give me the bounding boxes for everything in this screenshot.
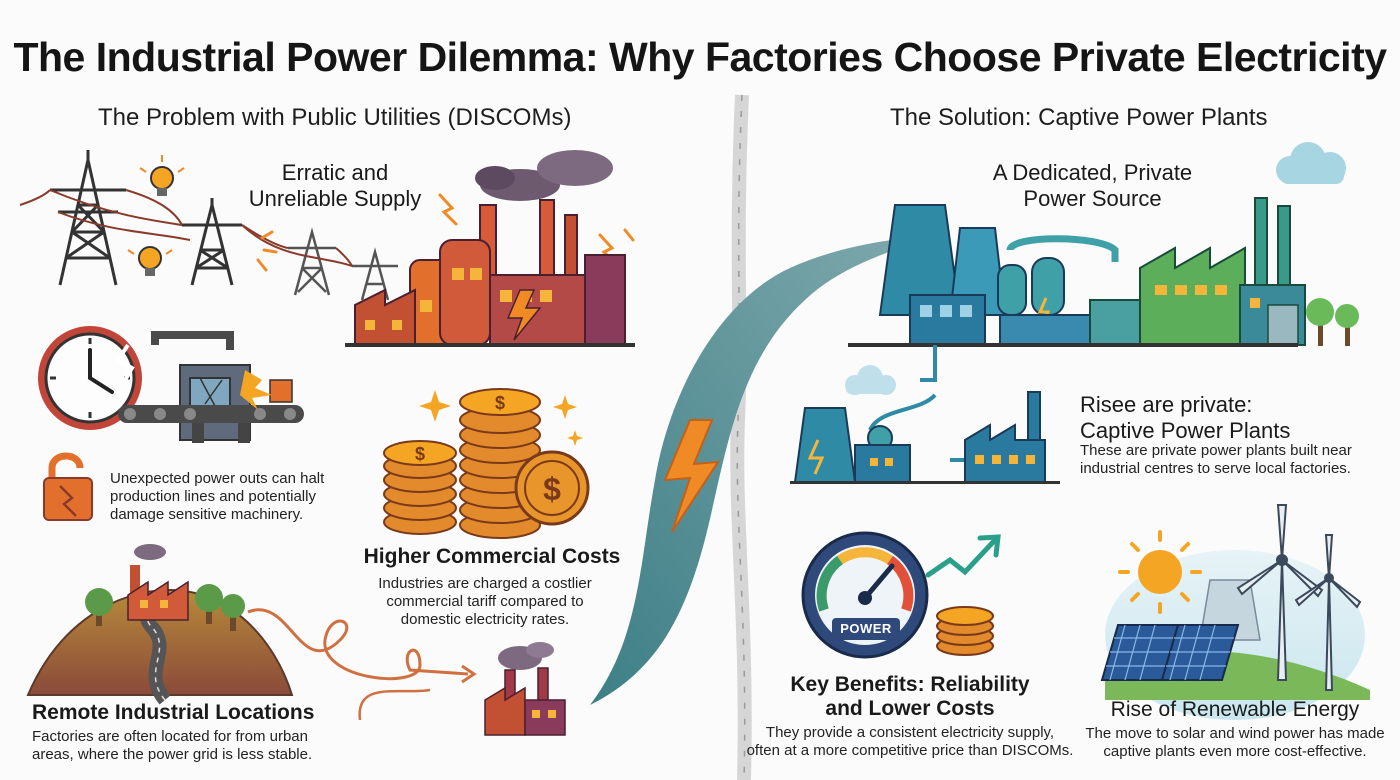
remote-description: Factories are often located for from urb… [32,728,362,764]
remote-line1: Factories are often located for from urb… [32,728,308,745]
costs-title: Higher Commercial Costs [363,545,621,568]
light-bulb-icon [127,246,173,276]
benefits-description: They provide a consistent electricity su… [735,724,1085,760]
factory-icon [127,544,189,621]
dedicated-title: A Dedicated, Private Power Source [965,160,1220,211]
power-tower-icon [352,247,398,301]
power-tower-icon [288,227,336,296]
power-tower-icon [50,150,126,286]
costs-line1: Industries are charged a costlier [378,575,592,592]
remote-line2: areas, where the power grid is less stab… [32,746,313,763]
power-gauge-icon [801,531,929,659]
coin-stack-icon [936,606,994,656]
captive-line2: industrial centres to serve local factor… [1080,460,1351,477]
winding-arrow [247,608,477,721]
renewable-line2: captive plants even more cost-effective. [1103,743,1367,760]
machine-icon [118,331,304,443]
clock-icon [38,326,142,430]
sun-icon [1118,530,1202,614]
benefits-title-line1: Key Benefits: Reliability [790,673,1030,696]
page-title: The Industrial Power Dilemma: Why Factor… [13,34,1387,80]
tree-icon [1306,298,1359,346]
benefits-line1: They provide a consistent electricity su… [765,724,1055,741]
captive-plant-illustration [848,197,1306,347]
captive-line1: These are private power plants built nea… [1080,442,1352,459]
svg-text:$: $ [543,471,561,507]
svg-text:$: $ [495,393,505,413]
renewable-description: The move to solar and wind power has mad… [1075,725,1395,761]
solar-panel-icon [1100,624,1240,681]
coin-stack-icon: $ $ [383,388,541,539]
erratic-title-line1: Erratic and [281,160,389,185]
transition-swoosh [590,236,930,705]
cloud-icon [1276,142,1346,184]
wind-turbine-icon [1294,534,1362,691]
center-divider [730,94,752,780]
small-plant-illustration [790,391,1060,484]
power-wires [19,189,353,267]
dedicated-title-line1: A Dedicated, Private [992,160,1193,185]
outage-line1: Unexpected power outs can halt [110,470,325,487]
outage-line3: damage sensitive machinery. [110,506,304,523]
benefits-title-line2: and Lower Costs [825,697,995,721]
costs-description: Industries are charged a costlier commer… [360,575,610,629]
costs-line2: commercial tariff compared to [386,593,584,610]
erratic-supply-title: Erratic and Unreliable Supply [230,160,440,211]
left-section-heading: The Problem with Public Utilities (DISCO… [98,104,572,131]
svg-text:$: $ [415,444,425,464]
tree-icon [85,584,245,631]
power-tower-icon [182,198,242,286]
sparkle-marks [419,390,583,446]
captive-title-line2: Captive Power Plants [1080,417,1291,443]
growth-arrow-icon [925,534,1001,578]
lightning-bolt-icon [663,419,720,533]
factory-icon [345,150,635,347]
wind-turbine-icon [1236,504,1324,681]
captive-title-line1: Risee are private: [1080,392,1253,417]
factory-icon [484,642,566,736]
captive-description: These are private power plants built nea… [1080,442,1390,478]
costs-line3: domestic electricity rates. [400,611,570,628]
renewable-title: Rise of Renewable Energy [1110,698,1360,721]
dollar-coin-icon: $ [514,450,590,526]
renewable-line1: The move to solar and wind power has mad… [1085,725,1385,742]
remote-title: Remote Industrial Locations [32,701,315,724]
padlock-icon [43,452,93,521]
outage-line2: production lines and potentially [110,488,316,505]
captive-title: Risee are private: Captive Power Plants [1080,392,1380,443]
outage-description: Unexpected power outs can halt productio… [110,470,360,524]
benefits-title: Key Benefits: Reliability and Lower Cost… [765,673,1055,722]
erratic-title-line2: Unreliable Supply [248,185,422,211]
cloud-icon [845,365,896,395]
benefits-line2: often at a more competitive price than D… [746,742,1074,759]
right-section-heading: The Solution: Captive Power Plants [890,104,1268,131]
gauge-label: POWER [840,621,892,636]
light-bulb-icon [139,155,185,196]
dedicated-title-line2: Power Source [1023,185,1162,211]
